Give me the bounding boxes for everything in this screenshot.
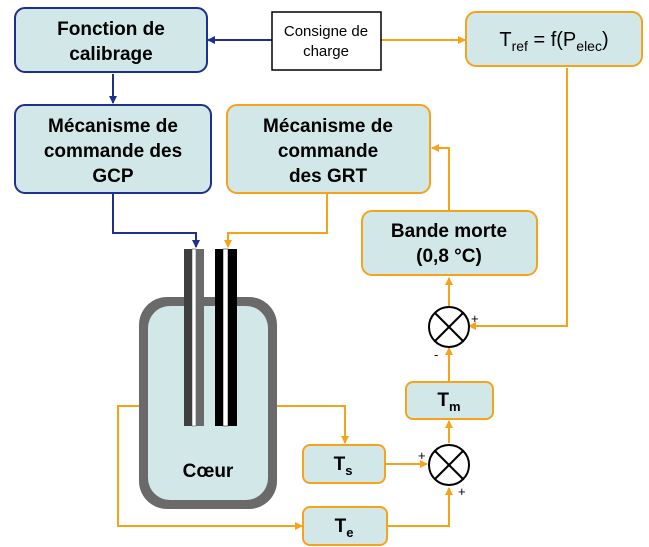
control-rod-gap	[191, 248, 197, 427]
control-rod	[215, 249, 223, 426]
reactor-core: Cœur	[139, 297, 277, 509]
control-rod	[196, 249, 204, 426]
te-box: Te	[302, 506, 388, 546]
gcp-label-line2: commande des	[44, 141, 182, 162]
setpoint-label-line1: Consigne de	[284, 23, 368, 40]
gcp-label-line3: GCP	[92, 166, 134, 187]
grt-mechanism-box: Mécanisme de commande des GRT	[226, 104, 431, 194]
arrow-core-to-te	[117, 405, 303, 530]
ts-label: Ts	[334, 454, 353, 478]
te-label: Te	[335, 516, 354, 540]
control-rod	[184, 249, 192, 426]
sign-plus-te: +	[458, 484, 466, 499]
load-setpoint-box: Consigne de charge	[271, 11, 382, 71]
sign-minus-tm: -	[434, 347, 438, 362]
control-rod-gap	[222, 248, 229, 427]
core-label: Cœur	[183, 461, 234, 482]
grt-label-line2: commande	[278, 141, 378, 162]
grt-label-line3: des GRT	[289, 166, 368, 187]
arrow-deadband-to-grt	[431, 144, 450, 210]
gcp-label-line1: Mécanisme de	[48, 116, 178, 137]
sign-plus-ts: +	[418, 448, 426, 463]
setpoint-label-line2: charge	[303, 43, 349, 60]
tref-function-box: Tref = f(Pelec)	[465, 11, 643, 67]
dead-band-box: Bande morte (0,8 °C)	[361, 210, 538, 276]
tm-box: Tm	[405, 381, 494, 420]
deadband-label-line1: Bande morte	[391, 221, 507, 242]
control-rod	[228, 249, 237, 426]
arrow-tref-to-summer	[468, 68, 568, 330]
arrow-core-to-ts	[277, 405, 349, 444]
summing-junction-bottom	[428, 444, 470, 486]
control-rods	[184, 248, 237, 427]
ts-box: Ts	[302, 444, 386, 484]
calibration-label-line2: calibrage	[69, 44, 152, 65]
summing-junction-top	[428, 306, 470, 348]
tref-formula: Tref = f(Pelec)	[499, 29, 608, 54]
deadband-label-line2: (0,8 °C)	[416, 246, 482, 267]
grt-label-line1: Mécanisme de	[263, 116, 393, 137]
arrow-grt-to-rods	[224, 193, 328, 248]
calibration-function-box: Fonction de calibrage	[14, 7, 208, 73]
tm-label: Tm	[437, 390, 460, 414]
arrow-gcp-to-rods	[112, 193, 200, 248]
gcp-mechanism-box: Mécanisme de commande des GCP	[14, 104, 212, 194]
sign-plus-tref: +	[471, 311, 479, 326]
calibration-label-line1: Fonction de	[57, 19, 165, 40]
arrow-te-to-summer	[387, 487, 453, 527]
